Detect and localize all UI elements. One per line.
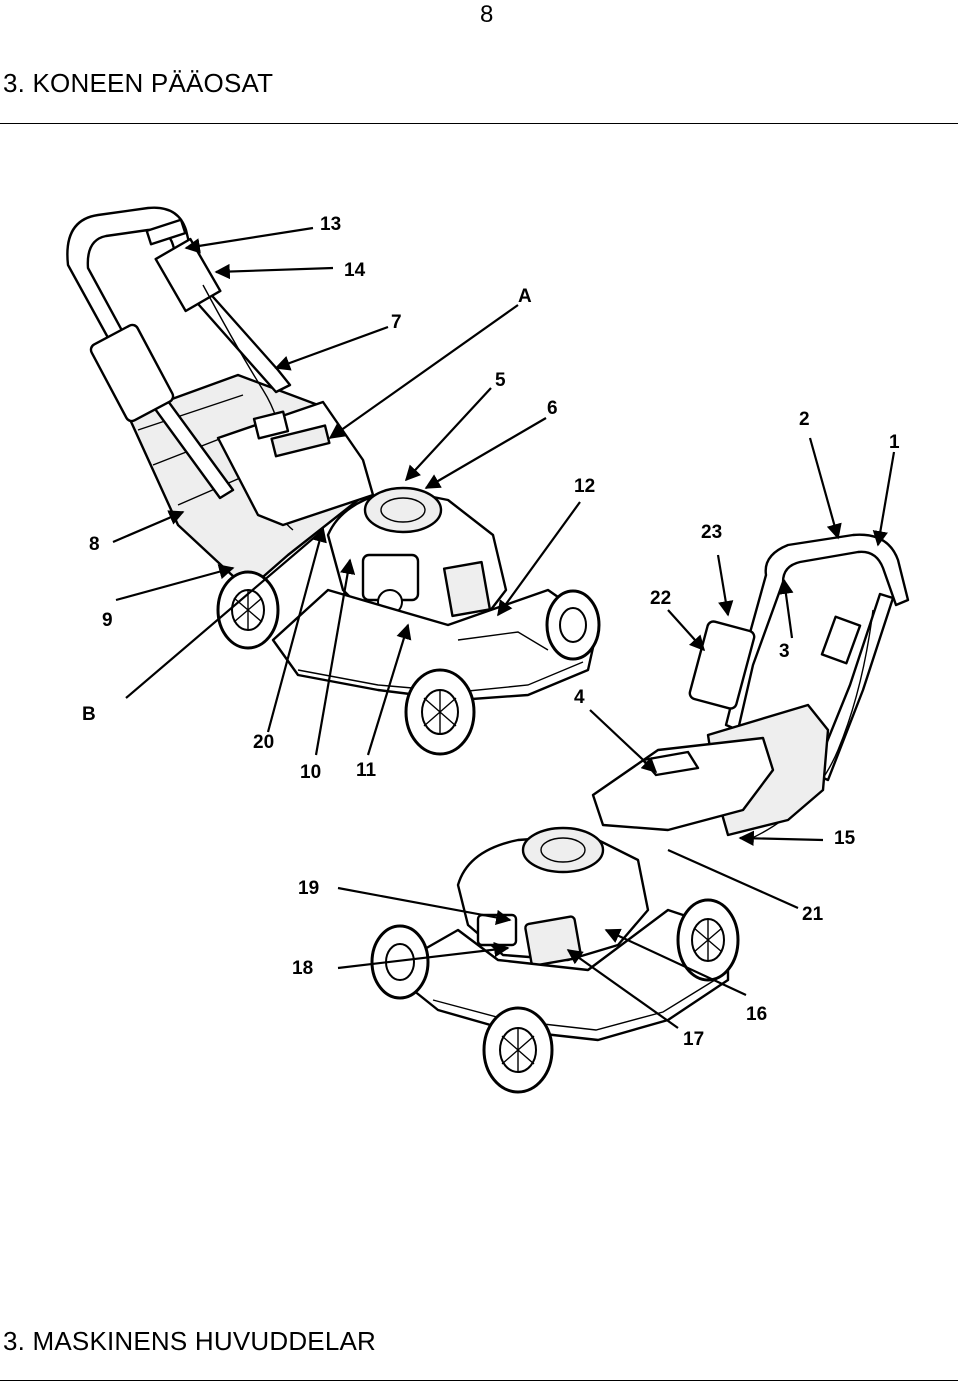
callout-13: 13 bbox=[320, 214, 341, 235]
lawnmower-parts-diagram: 13 14 A 7 5 6 2 1 12 23 8 22 9 3 4 B 20 … bbox=[28, 170, 960, 1110]
rear-cover-2 bbox=[591, 736, 775, 832]
side-cover-2 bbox=[688, 620, 756, 710]
rear-right-wheel-2 bbox=[676, 898, 740, 982]
callout-16: 16 bbox=[746, 1004, 767, 1025]
callout-A: A bbox=[518, 286, 532, 307]
callout-8: 8 bbox=[89, 534, 100, 555]
callout-10: 10 bbox=[300, 762, 321, 783]
callout-labels: 13 14 A 7 5 6 2 1 12 23 8 22 9 3 4 B 20 … bbox=[82, 214, 900, 1050]
callout-12: 12 bbox=[574, 476, 595, 497]
callout-9: 9 bbox=[102, 610, 113, 631]
section-heading-swedish: 3. MASKINENS HUVUDDELAR bbox=[3, 1326, 377, 1356]
bottom-divider bbox=[0, 1380, 958, 1381]
callout-14: 14 bbox=[344, 260, 366, 281]
callout-17: 17 bbox=[683, 1029, 704, 1050]
callout-20: 20 bbox=[253, 732, 274, 753]
callout-4: 4 bbox=[574, 687, 585, 708]
callout-leader-lines bbox=[112, 226, 896, 1029]
side-cover-panel bbox=[89, 323, 175, 423]
callout-23: 23 bbox=[701, 522, 722, 543]
top-divider bbox=[0, 123, 958, 124]
callout-6: 6 bbox=[547, 398, 558, 419]
handle-control-box bbox=[154, 237, 222, 313]
callout-5: 5 bbox=[495, 370, 506, 391]
rear-left-wheel bbox=[216, 570, 280, 650]
callout-2: 2 bbox=[799, 409, 810, 430]
callout-18: 18 bbox=[292, 958, 313, 979]
handle-lever bbox=[145, 218, 187, 246]
front-left-wheel bbox=[404, 668, 476, 756]
callout-B: B bbox=[82, 704, 96, 725]
callout-11: 11 bbox=[356, 760, 377, 781]
callout-1: 1 bbox=[889, 432, 900, 453]
callout-22: 22 bbox=[650, 588, 671, 609]
recoil-starter bbox=[363, 486, 443, 534]
front-right-wheel-2 bbox=[482, 1006, 554, 1094]
callout-3: 3 bbox=[779, 641, 790, 662]
handle-frame-2 bbox=[724, 533, 910, 732]
mower-deck bbox=[271, 588, 600, 702]
callout-15: 15 bbox=[834, 828, 856, 849]
callout-21: 21 bbox=[802, 904, 824, 925]
recoil-starter-2 bbox=[521, 826, 605, 874]
callout-19: 19 bbox=[298, 878, 319, 899]
front-right-wheel bbox=[545, 589, 601, 661]
front-left-wheel-2 bbox=[370, 924, 430, 1000]
page-number: 8 bbox=[480, 1, 494, 28]
section-heading-finnish: 3. KONEEN PÄÄOSAT bbox=[3, 68, 274, 98]
callout-7: 7 bbox=[391, 312, 402, 333]
